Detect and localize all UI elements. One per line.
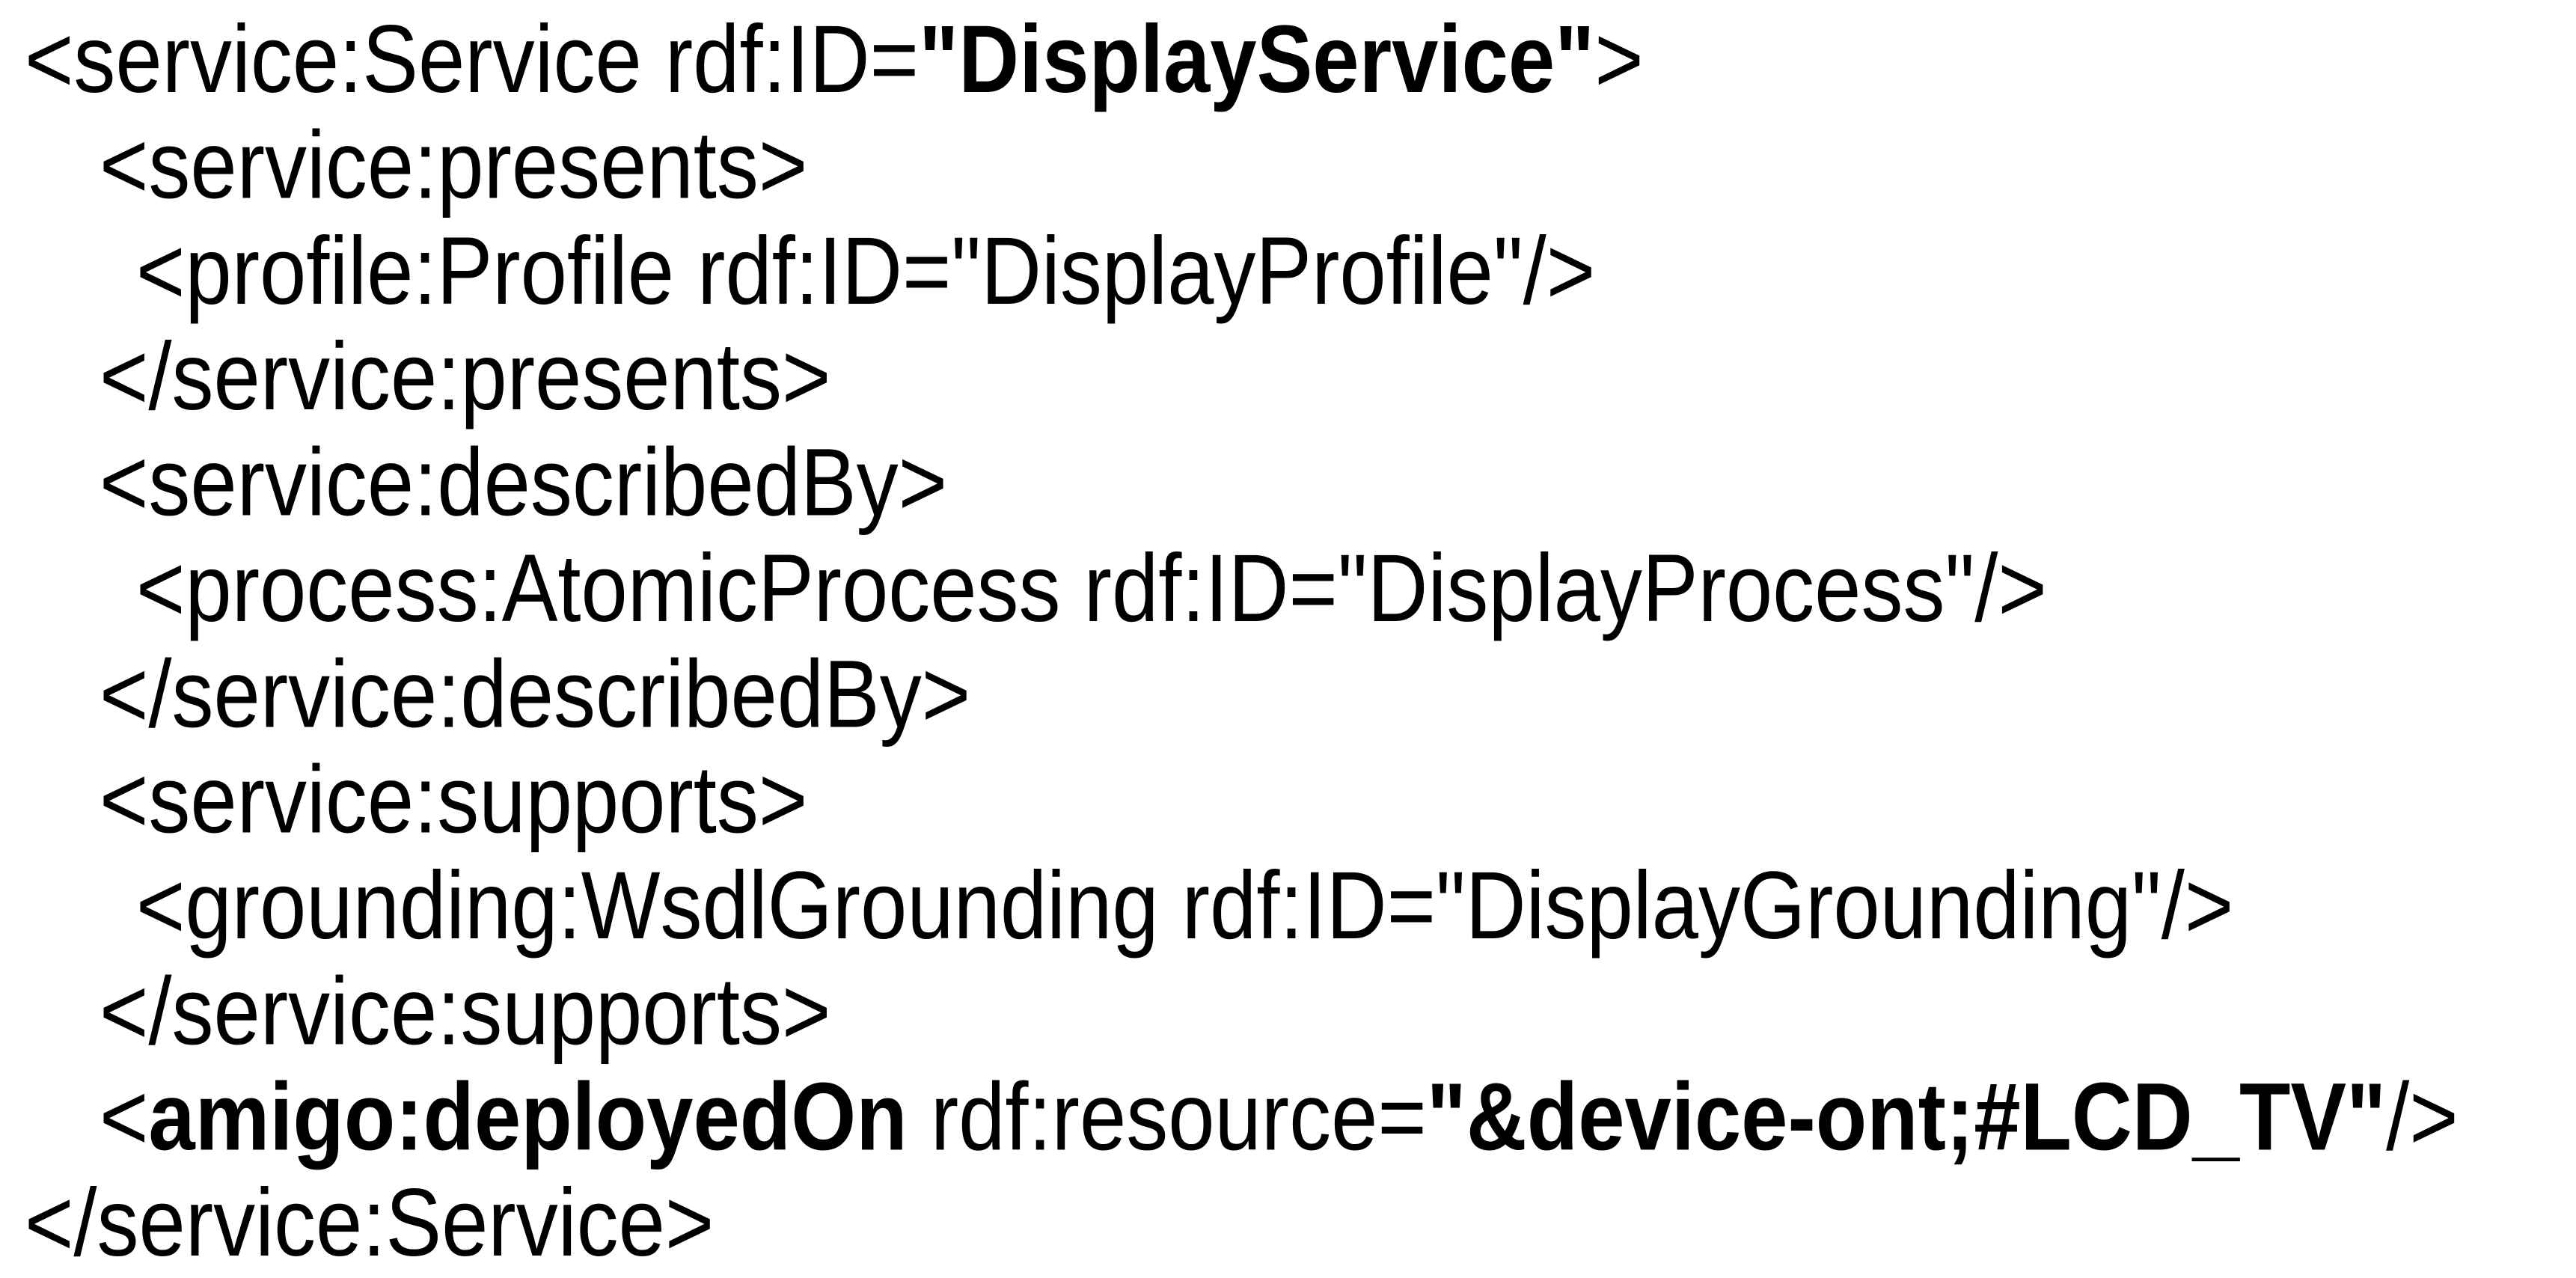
code-line: <service:describedBy> (0, 429, 2576, 536)
code-line: <process:AtomicProcess rdf:ID="DisplayPr… (0, 534, 2576, 642)
code-line: </service:describedBy> (0, 641, 2576, 747)
code-segment: /> (2386, 1063, 2459, 1171)
code-segment: <profile:Profile rdf:ID="DisplayProfile"… (136, 217, 1596, 325)
code-line: <profile:Profile rdf:ID="DisplayProfile"… (0, 218, 2576, 324)
code-segment: < (100, 1063, 149, 1171)
code-line: <service:supports> (0, 747, 2576, 853)
code-line: <grounding:WsdlGrounding rdf:ID="Display… (0, 852, 2576, 959)
code-segment: </service:Service> (25, 1169, 715, 1277)
code-line: </service:supports> (0, 959, 2576, 1064)
code-segment: <service:supports> (100, 746, 808, 853)
code-segment-bold: "DisplayService" (919, 5, 1595, 113)
code-line: </service:presents> (0, 324, 2576, 429)
code-segment: rdf:resource= (907, 1063, 1427, 1171)
code-segment: </service:describedBy> (100, 640, 971, 747)
code-segment: <grounding:WsdlGrounding rdf:ID="Display… (136, 852, 2234, 959)
code-segment: </service:presents> (100, 323, 831, 430)
code-segment: <process:AtomicProcess rdf:ID="DisplayPr… (136, 534, 2047, 642)
code-segment: > (1594, 5, 1644, 113)
code-line: <service:Service rdf:ID="DisplayService"… (0, 7, 2576, 112)
code-segment: <service:describedBy> (100, 429, 948, 536)
code-line: <amigo:deployedOn rdf:resource="&device-… (0, 1063, 2576, 1171)
code-segment: </service:supports> (100, 958, 831, 1065)
code-segment-bold: "&device-ont;#LCD_TV" (1426, 1063, 2387, 1171)
code-segment: <service:presents> (100, 111, 808, 218)
code-line: <service:presents> (0, 112, 2576, 218)
code-segment: <service:Service rdf:ID= (25, 5, 920, 113)
code-segment-bold: amigo:deployedOn (148, 1063, 908, 1171)
code-line: </service:Service> (0, 1170, 2576, 1276)
